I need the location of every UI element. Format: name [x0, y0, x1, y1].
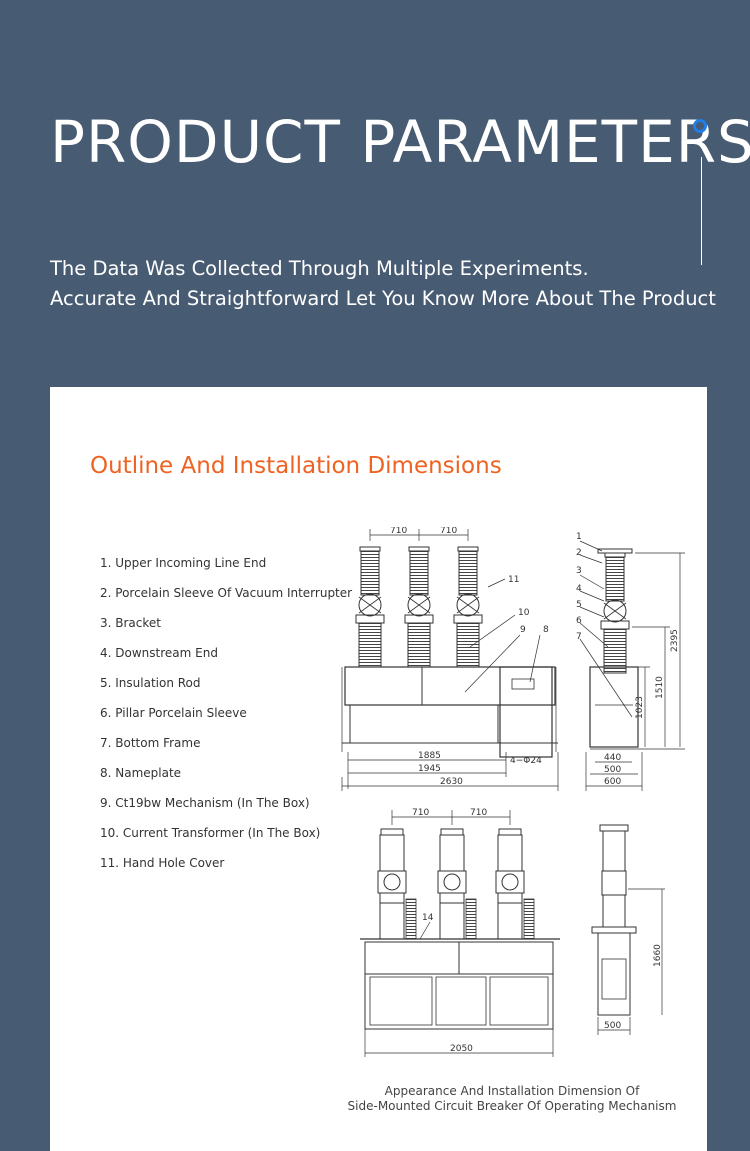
- legend-item: 11. Hand Hole Cover: [100, 856, 225, 870]
- dim-500-top: 500: [604, 765, 621, 775]
- dim-440: 440: [604, 753, 621, 763]
- callout-1: 1: [576, 532, 582, 542]
- dim-spacing-right-bottom: 710: [470, 808, 487, 818]
- callout-2: 2: [576, 548, 582, 558]
- legend-item: 7. Bottom Frame: [100, 736, 201, 750]
- callout-6: 6: [576, 616, 582, 626]
- dim-spacing-right-top: 710: [440, 527, 457, 536]
- callout-8: 8: [543, 625, 549, 635]
- legend-item: 8. Nameplate: [100, 766, 182, 780]
- legend-item: 4. Downstream End: [100, 646, 218, 660]
- accent-dot: [693, 119, 707, 133]
- technical-drawing: 710 710 11 10 9 8 1885 1945 2630 4−Φ24: [341, 527, 685, 1057]
- caption-line-2: Side-Mounted Circuit Breaker Of Operatin…: [347, 1099, 677, 1113]
- dim-1945: 1945: [418, 764, 441, 774]
- dim-600: 600: [604, 777, 621, 787]
- subtitle-line-2: Accurate And Straightforward Let You Kno…: [50, 287, 716, 310]
- callout-14: 14: [422, 913, 434, 923]
- page-subtitle: The Data Was Collected Through Multiple …: [50, 254, 716, 314]
- front-view-bottom: [360, 810, 560, 1057]
- callout-11: 11: [508, 575, 519, 585]
- dim-2050: 2050: [450, 1044, 473, 1054]
- accent-line: [701, 157, 702, 265]
- legend-item: 10. Current Transformer (In The Box): [100, 826, 321, 840]
- dim-500-bottom: 500: [604, 1021, 621, 1031]
- dim-spacing-left-top: 710: [390, 527, 407, 536]
- dim-spacing-left-bottom: 710: [412, 808, 429, 818]
- dim-1885: 1885: [418, 751, 441, 761]
- legend-item: 5. Insulation Rod: [100, 676, 201, 690]
- callout-4: 4: [576, 584, 582, 594]
- page-title: PRODUCT PARAMETERS: [50, 108, 750, 176]
- legend-item: 6. Pillar Porcelain Sleeve: [100, 706, 247, 720]
- dim-1023: 1023: [635, 696, 645, 719]
- subtitle-line-1: The Data Was Collected Through Multiple …: [50, 257, 589, 280]
- dim-2395: 2395: [670, 629, 680, 652]
- callout-10: 10: [518, 608, 530, 618]
- legend-item: 2. Porcelain Sleeve Of Vacuum Interrupte…: [100, 586, 353, 600]
- caption-line-1: Appearance And Installation Dimension Of: [384, 1084, 640, 1098]
- callout-9: 9: [520, 625, 526, 635]
- bolt-spec: 4−Φ24: [510, 756, 542, 766]
- legend-item: 3. Bracket: [100, 616, 161, 630]
- side-view-top: [579, 540, 685, 791]
- parts-legend: 1. Upper Incoming Line End 2. Porcelain …: [100, 555, 352, 885]
- section-title: Outline And Installation Dimensions: [90, 453, 502, 479]
- front-view-top: [341, 529, 559, 791]
- side-view-bottom: [591, 824, 665, 1035]
- callout-5: 5: [576, 600, 582, 610]
- content-card: Outline And Installation Dimensions 1. U…: [50, 387, 707, 1151]
- dim-1660: 1660: [653, 944, 663, 967]
- callout-3: 3: [576, 566, 582, 576]
- dim-1510: 1510: [655, 676, 665, 699]
- dim-2630: 2630: [440, 777, 463, 787]
- legend-item: 9. Ct19bw Mechanism (In The Box): [100, 796, 310, 810]
- legend-item: 1. Upper Incoming Line End: [100, 556, 267, 570]
- callout-7: 7: [576, 632, 582, 642]
- drawing-caption: Appearance And Installation Dimension Of…: [340, 1084, 684, 1114]
